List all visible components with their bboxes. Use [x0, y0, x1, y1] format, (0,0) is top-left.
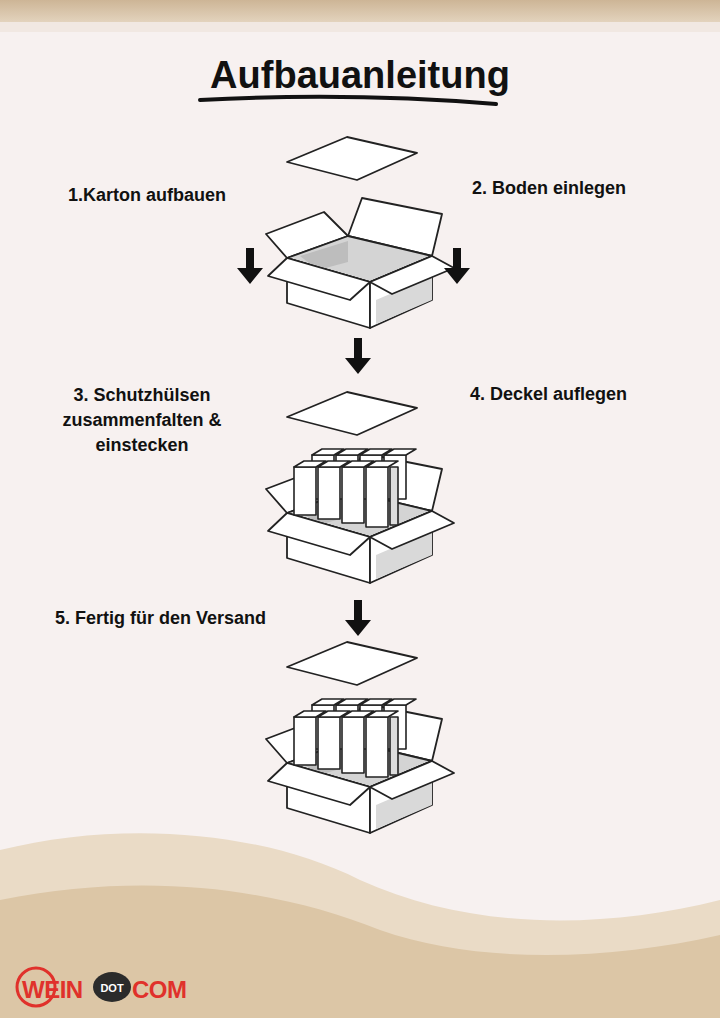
protective-sleeves — [294, 449, 416, 527]
step-label: 3. Schutzhülsen zusammenfalten & einstec… — [62, 383, 222, 458]
step-label: 2. Boden einlegen — [472, 177, 672, 200]
box-lid — [287, 392, 417, 435]
top-shadow — [0, 22, 720, 32]
box-lid — [287, 137, 417, 180]
carton — [266, 198, 454, 328]
logo-text: DOT — [95, 981, 129, 995]
box-lid — [287, 642, 417, 685]
down-arrow — [237, 248, 263, 284]
step-label: 4. Deckel auflegen — [470, 383, 690, 406]
title-underline — [200, 97, 496, 104]
down-arrow — [444, 248, 470, 284]
page-title: Aufbauanleitung — [110, 52, 610, 98]
logo-text: COM — [132, 974, 212, 1005]
top-band — [0, 0, 720, 22]
bottom-wave — [0, 886, 720, 1018]
step-label: 5. Fertig für den Versand — [55, 607, 335, 630]
logo-text: WEIN — [22, 974, 102, 1005]
logo-dot — [93, 972, 131, 1002]
protective-sleeves — [294, 699, 416, 777]
bottom-wave — [0, 833, 720, 1018]
step-label: 1.Karton aufbauen — [68, 184, 268, 207]
down-arrow — [345, 600, 371, 636]
down-arrow — [345, 338, 371, 374]
